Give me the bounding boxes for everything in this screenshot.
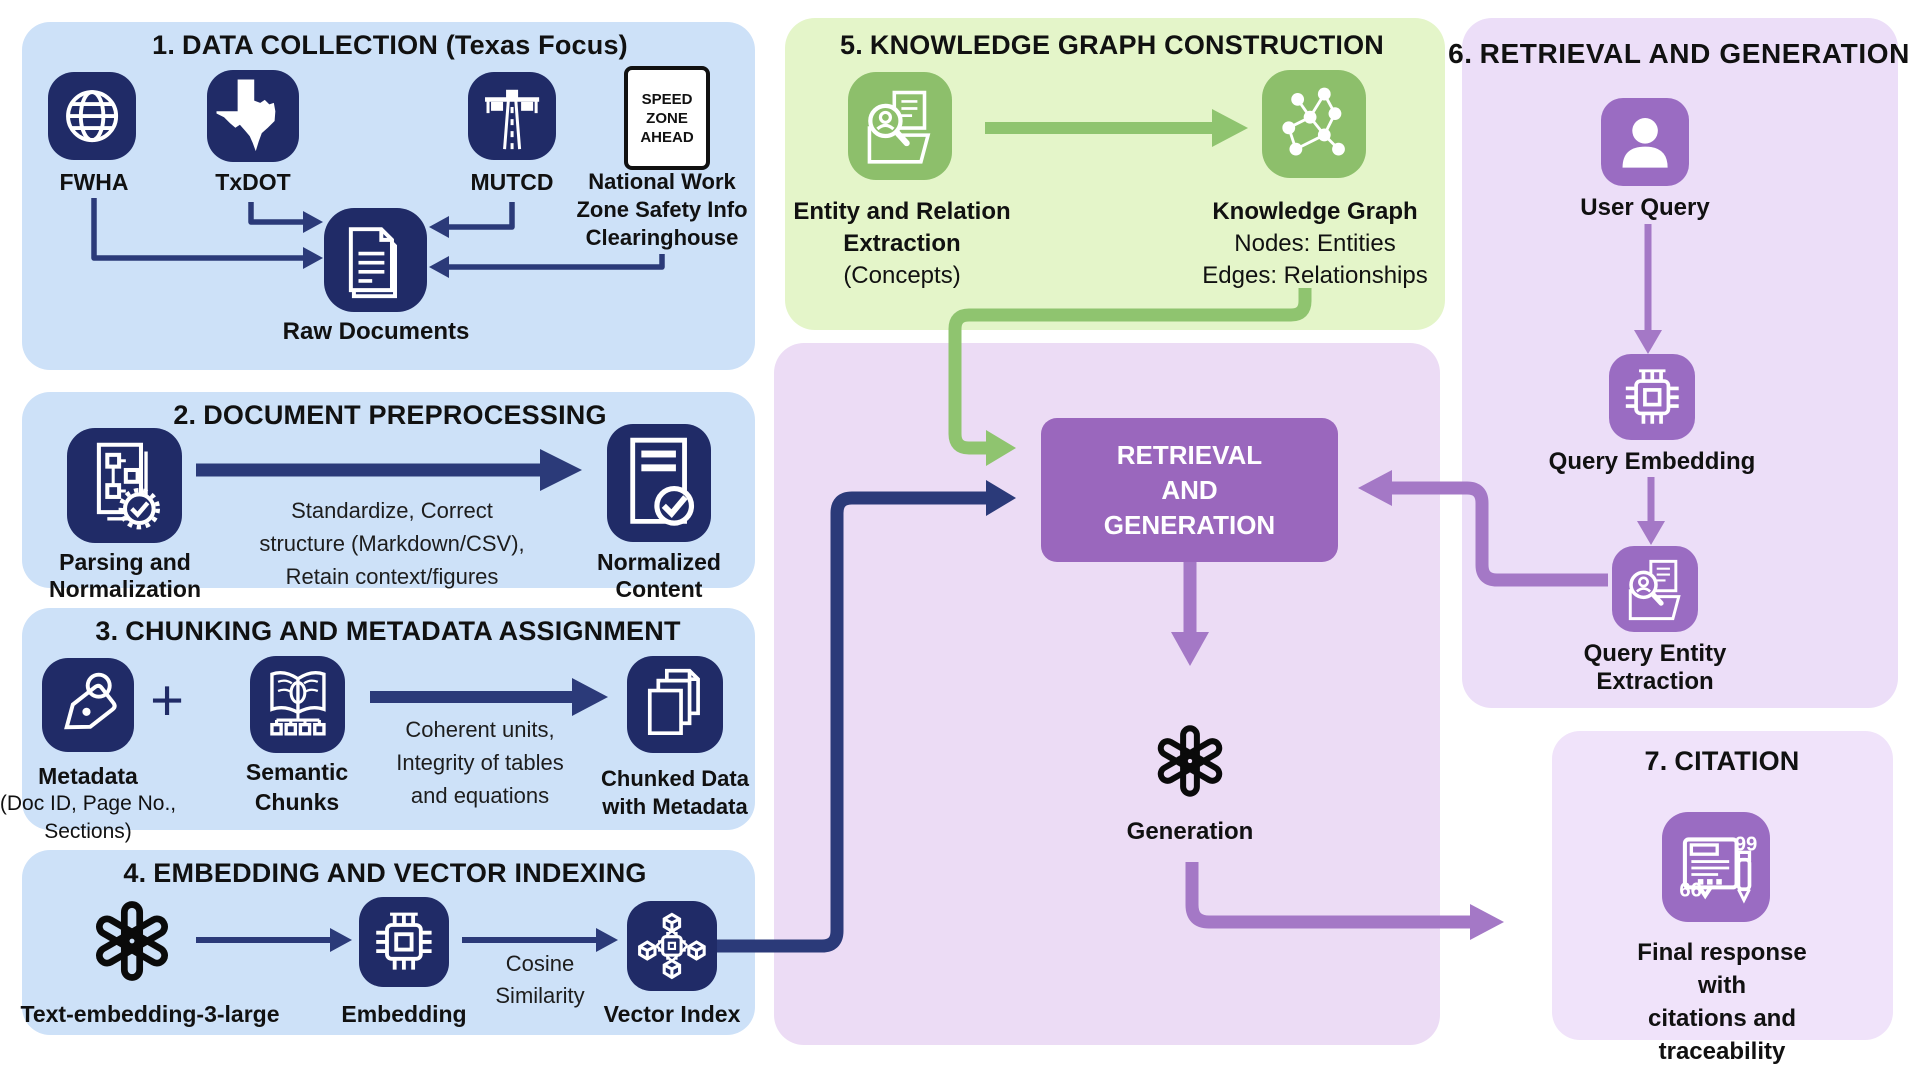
title-chunking: 3.CHUNKING AND METADATA ASSIGNMENT bbox=[95, 616, 680, 647]
title-text: CHUNKING AND METADATA ASSIGNMENT bbox=[125, 616, 681, 646]
title-number: 5. bbox=[839, 30, 863, 60]
label-user-query: User Query bbox=[1580, 194, 1710, 221]
vector-index-icon bbox=[627, 901, 717, 991]
embedding-chip-icon bbox=[359, 897, 449, 987]
svg-text:66: 66 bbox=[1679, 880, 1702, 902]
entity-extraction-icon bbox=[848, 72, 952, 180]
title-number: 4. bbox=[123, 858, 147, 888]
metadata-tag-icon bbox=[42, 658, 134, 752]
parsing-icon bbox=[67, 428, 182, 543]
title-number: 1. bbox=[152, 30, 176, 60]
speed-zone-sign-icon: SPEED ZONE AHEAD bbox=[624, 66, 710, 170]
label-generation: Generation bbox=[1126, 818, 1254, 845]
svg-text:99: 99 bbox=[1734, 833, 1757, 855]
note-preprocessing: Standardize, Correct structure (Markdown… bbox=[259, 498, 525, 589]
label-metadata: Metadata bbox=[38, 763, 138, 789]
label-chunked-data: Chunked Data with Metadata bbox=[601, 766, 749, 819]
title-data-collection: 1.DATA COLLECTION (Texas Focus) bbox=[152, 30, 628, 61]
globe-icon bbox=[48, 72, 136, 160]
note-cosine: Cosine Similarity bbox=[495, 951, 585, 1008]
title-number: 2. bbox=[173, 400, 197, 430]
chunked-data-icon bbox=[627, 656, 723, 753]
title-citation: 7.CITATION bbox=[1645, 746, 1800, 777]
normalized-content-icon bbox=[607, 424, 711, 542]
retrieval-and-generation-box: RETRIEVAL AND GENERATION bbox=[1041, 418, 1338, 562]
label-embedding: Embedding bbox=[341, 1001, 467, 1027]
label-txdot: TxDOT bbox=[215, 169, 291, 195]
texas-icon bbox=[207, 70, 299, 162]
title-text: RETRIEVAL AND GENERATION bbox=[1479, 38, 1910, 69]
label-raw-documents: Raw Documents bbox=[282, 318, 470, 345]
title-preprocessing: 2.DOCUMENT PREPROCESSING bbox=[173, 400, 606, 431]
semantic-chunks-icon bbox=[250, 656, 345, 753]
title-retrieval-generation: 6.RETRIEVAL AND GENERATION bbox=[1448, 38, 1910, 70]
label-vector-index: Vector Index bbox=[603, 1001, 741, 1027]
plus-sign: + bbox=[150, 668, 184, 733]
label-normalized: Normalized Content bbox=[597, 549, 721, 602]
label-entity-extraction: Entity and Relation Extraction bbox=[793, 198, 1011, 257]
label-semantic-chunks: Semantic Chunks bbox=[245, 759, 349, 815]
title-embedding: 4.EMBEDDING AND VECTOR INDEXING bbox=[123, 858, 646, 889]
label-query-entity-extraction: Query Entity Extraction bbox=[1583, 640, 1727, 695]
label-clearinghouse: National Work Zone Safety Info Clearingh… bbox=[576, 169, 748, 250]
title-number: 6. bbox=[1448, 38, 1473, 69]
label-query-embedding: Query Embedding bbox=[1548, 448, 1756, 475]
title-number: 7. bbox=[1644, 746, 1668, 776]
highway-gantry-icon bbox=[468, 72, 556, 160]
label-knowledge-graph-sub: Nodes: Entities Edges: Relationships bbox=[1202, 230, 1428, 289]
note-chunking: Coherent units, Integrity of tables and … bbox=[396, 717, 564, 808]
speed-zone-sign-text: SPEED ZONE AHEAD bbox=[640, 90, 694, 146]
label-mutcd: MUTCD bbox=[470, 169, 554, 195]
knowledge-graph-icon bbox=[1262, 70, 1366, 178]
label-final-response: Final response with citations and tracea… bbox=[1637, 939, 1807, 1065]
title-text: KNOWLEDGE GRAPH CONSTRUCTION bbox=[869, 30, 1385, 60]
label-knowledge-graph: Knowledge Graph bbox=[1212, 198, 1418, 225]
label-model: Text-embedding-3-large bbox=[20, 1001, 280, 1027]
raw-documents-icon bbox=[324, 208, 427, 312]
title-text: DATA COLLECTION (Texas Focus) bbox=[182, 30, 628, 60]
title-knowledge-graph: 5.KNOWLEDGE GRAPH CONSTRUCTION bbox=[840, 30, 1384, 61]
query-embedding-chip-icon bbox=[1609, 354, 1695, 440]
openai-generation-icon bbox=[1147, 718, 1233, 804]
citation-icon: 99 66 bbox=[1662, 812, 1770, 922]
label-concepts: (Concepts) bbox=[843, 262, 961, 289]
arrowhead bbox=[1470, 904, 1504, 940]
title-text: CITATION bbox=[1674, 746, 1800, 776]
title-text: EMBEDDING AND VECTOR INDEXING bbox=[153, 858, 647, 888]
title-text: DOCUMENT PREPROCESSING bbox=[203, 400, 607, 430]
label-metadata-sub: (Doc ID, Page No., Sections) bbox=[0, 792, 177, 843]
openai-logo-icon bbox=[84, 893, 180, 989]
label-parsing: Parsing and Normalization bbox=[48, 549, 202, 602]
title-number: 3. bbox=[95, 616, 119, 646]
user-icon bbox=[1601, 98, 1689, 186]
label-fwha: FWHA bbox=[59, 169, 129, 195]
query-entity-extraction-icon bbox=[1612, 546, 1698, 632]
